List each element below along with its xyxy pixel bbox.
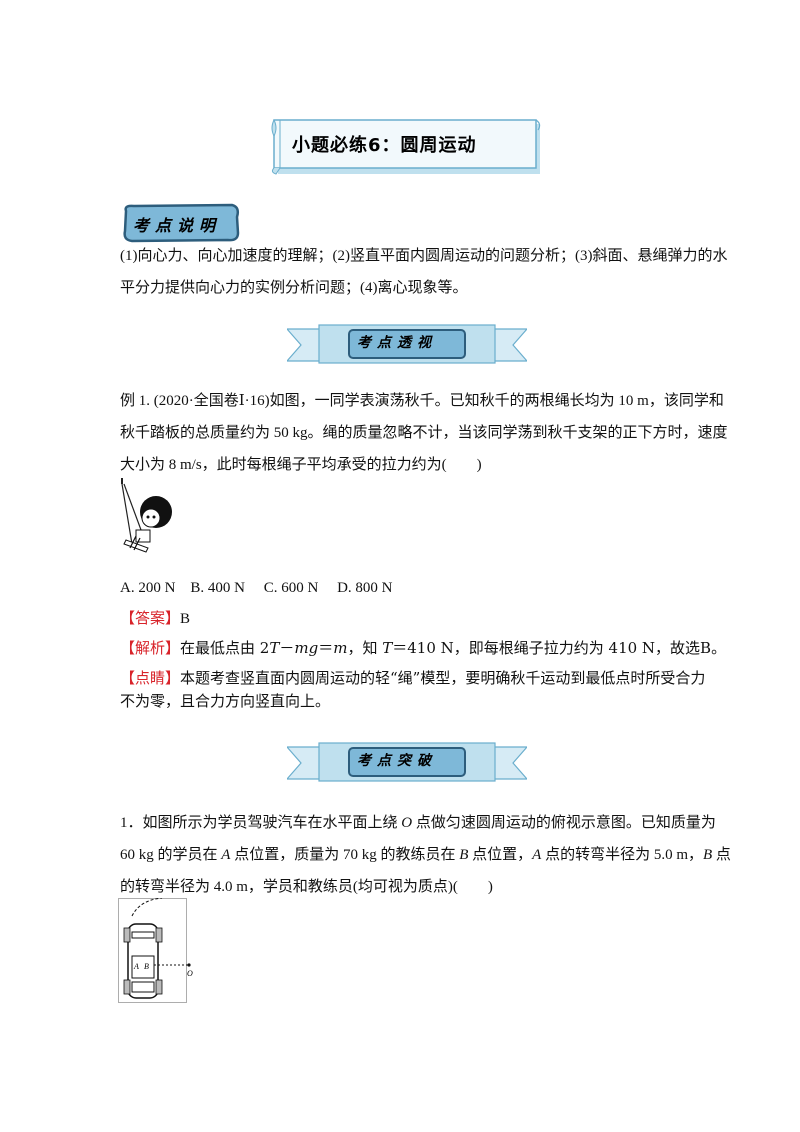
intro-line-1: (1)向心力、向心加速度的理解；(2)竖直平面内圆周运动的问题分析；(3)斜面、… (120, 248, 728, 264)
q1-var-O: O (401, 815, 413, 831)
swing-figure (121, 478, 172, 553)
analysis-text-e: ＝410 N，即每根绳子拉力约为 410 N，故选B。 (392, 639, 727, 657)
example-tip-line-2: 不为零，且合力方向竖直向上。 (120, 692, 331, 710)
section-ribbon-analysis (287, 324, 527, 364)
example-options: A. 200 N B. 400 N C. 600 N D. 800 N (120, 580, 393, 596)
analysis-var-mg: mg (294, 639, 319, 657)
tip-label: 【点睛】 (120, 669, 181, 687)
q1-var-A2: A (532, 847, 542, 863)
section-breakthrough-label: 考点突破 (357, 753, 437, 769)
q1-text-2a: 60 kg 的学员在 (120, 847, 222, 863)
analysis-text-a: 在最低点由 2 (180, 639, 270, 657)
question1-line-3: 的转弯半径为 4.0 m，学员和教练员(均可视为质点)( ) (120, 879, 493, 895)
figure-label-O: O (187, 969, 193, 978)
title-banner (271, 119, 541, 175)
q1-text-2c: 点位置， (468, 847, 533, 863)
example-line-3: 大小为 8 m/s，此时每根绳子平均承受的拉力约为( ) (120, 457, 482, 473)
q1-var-B2: B (702, 847, 713, 863)
q1-text-2d: 点的转弯半径为 5.0 m， (541, 847, 703, 863)
q1-text-2e: 点 (712, 847, 731, 863)
section-badge-explain (123, 203, 240, 243)
section-ribbon-breakthrough (287, 742, 527, 782)
section-analysis-label: 考点透视 (357, 335, 437, 351)
answer-label: 【答案】 (120, 611, 181, 627)
figure-label-A: A (133, 962, 139, 971)
tip-text-1: 本题考查竖直面内圆周运动的轻“绳”模型，要明确秋千运动到最低点时所受合力 (180, 669, 706, 687)
example-line-2: 秋千踏板的总质量约为 50 kg。绳的质量忽略不计，当该同学荡到秋千支架的正下方… (120, 425, 728, 441)
analysis-label: 【解析】 (120, 639, 181, 657)
analysis-var-T: T (269, 639, 280, 657)
analysis-text-d: ，知 (347, 639, 383, 657)
analysis-text-c: ＝ (318, 639, 334, 657)
q1-text-1b: 点做匀速圆周运动的俯视示意图。已知质量为 (412, 815, 716, 831)
answer-value: B (180, 611, 191, 627)
page-title: 小题必练6：圆周运动 (292, 135, 477, 156)
q1-text-2b: 点位置，质量为 70 kg 的教练员在 (230, 847, 460, 863)
figure-label-B: B (144, 962, 149, 971)
question1-line-2: 60 kg 的学员在 A 点位置，质量为 70 kg 的教练员在 B 点位置，A… (120, 843, 731, 864)
example-line-1: 例 1. (2020·全国卷Ⅰ·16)如图，一同学表演荡秋千。已知秋千的两根绳长… (120, 393, 724, 409)
analysis-var-T2: T (382, 639, 393, 657)
q1-var-A: A (221, 847, 231, 863)
intro-line-2: 平分力提供向心力的实例分析问题；(4)离心现象等。 (120, 280, 468, 296)
question1-line-1: 1．如图所示为学员驾驶汽车在水平面上绕 O 点做匀速圆周运动的俯视示意图。已知质… (120, 811, 716, 832)
car-figure: A B O (118, 898, 193, 1003)
example-analysis: 【解析】在最低点由 2T－mg＝m，知 T＝410 N，即每根绳子拉力约为 41… (120, 637, 726, 658)
q1-var-B: B (459, 847, 469, 863)
section-explain-label: 考点说明 (133, 216, 222, 235)
analysis-text-b: － (279, 639, 295, 657)
example-answer: 【答案】B (120, 607, 190, 628)
example-tip-line-1: 【点睛】本题考查竖直面内圆周运动的轻“绳”模型，要明确秋千运动到最低点时所受合力 (120, 667, 705, 688)
q1-text-1a: 1．如图所示为学员驾驶汽车在水平面上绕 (120, 815, 402, 831)
analysis-var-m: m (333, 639, 348, 657)
